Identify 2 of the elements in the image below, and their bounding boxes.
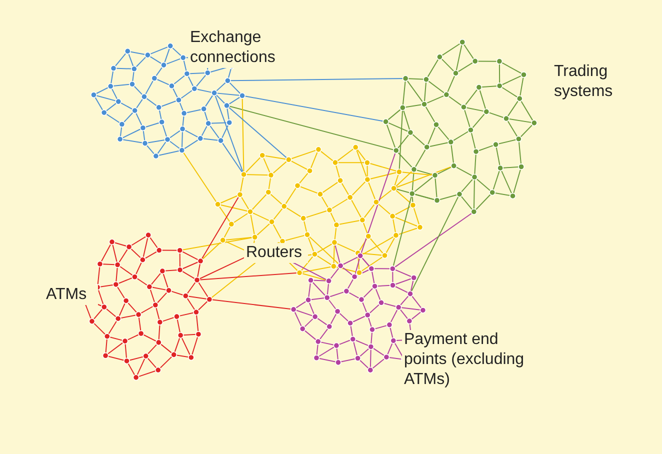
region-label: Routers — [244, 243, 308, 263]
region-label: ATMs — [44, 285, 98, 305]
